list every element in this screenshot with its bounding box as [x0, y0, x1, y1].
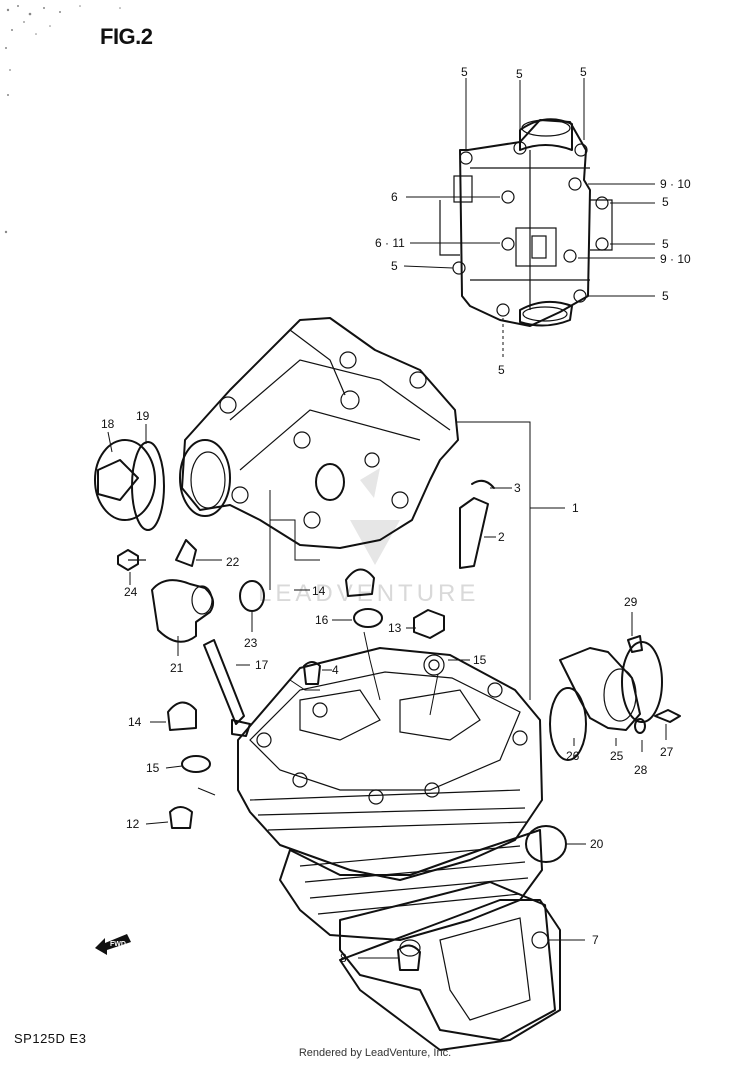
part-20-plug [525, 825, 567, 863]
callout-20: 20 [590, 837, 604, 851]
callout-18: 18 [101, 417, 115, 431]
forward-arrow-icon [95, 934, 131, 955]
part-12-plug [169, 806, 193, 829]
part-19-o-ring [131, 441, 165, 531]
scan-noise [4, 5, 121, 234]
callout-5: 5 [580, 65, 587, 79]
callout-26: 26 [566, 749, 580, 763]
render-credit: Rendered by LeadVenture, Inc. [298, 1047, 452, 1059]
callout-13: 13 [388, 621, 402, 635]
callout-6-11: 6 · 11 [375, 236, 405, 250]
part-22-plate [175, 539, 197, 567]
callout-5: 5 [461, 65, 468, 79]
part-7-gasket [339, 899, 561, 1051]
callout-7: 7 [592, 933, 599, 947]
part-23-seal [239, 580, 265, 612]
part-3-clip [471, 479, 495, 489]
part-28-washer [634, 718, 646, 734]
callout-14: 14 [312, 584, 326, 598]
part-15-washer-lower [181, 755, 211, 773]
callout-19: 19 [136, 409, 150, 423]
leader-lines [107, 78, 667, 959]
callout-5: 5 [516, 67, 523, 81]
callout-5: 5 [391, 259, 398, 273]
callout-labels: 5 5 5 6 6 · 11 5 9 · 10 5 5 9 · 10 5 5 1… [101, 65, 691, 965]
model-code: SP125D E3 [14, 1031, 87, 1046]
part-17-spark-plug [203, 639, 251, 737]
callout-5: 5 [662, 237, 669, 251]
callout-14: 14 [128, 715, 142, 729]
figure-title: FIG.2 [100, 24, 153, 49]
callout-23: 23 [244, 636, 258, 650]
part-13-nut [413, 609, 445, 639]
callout-9-10: 9 · 10 [660, 177, 691, 191]
callout-29: 29 [624, 595, 638, 609]
callout-28: 28 [634, 763, 648, 777]
part-25-intake-pipe [559, 647, 641, 731]
callout-21: 21 [170, 661, 184, 675]
part-29-clamp-screw [627, 635, 643, 653]
callout-8: 8 [340, 951, 347, 965]
part-14-cap-nut-upper [345, 568, 375, 597]
callout-22: 22 [226, 555, 240, 569]
part-24-bolt [117, 549, 146, 571]
part-8-dowel [397, 944, 421, 971]
part-18-cap [94, 439, 156, 521]
forward-label: FWD [110, 941, 126, 948]
callout-1: 1 [572, 501, 579, 515]
part-4-dowel [303, 661, 321, 685]
callout-12: 12 [126, 817, 140, 831]
callout-3: 3 [514, 481, 521, 495]
callout-15: 15 [473, 653, 487, 667]
part-16-washer [353, 608, 383, 628]
callout-16: 16 [315, 613, 329, 627]
watermark-logo [350, 468, 400, 565]
callout-17: 17 [255, 658, 269, 672]
callout-5: 5 [498, 363, 505, 377]
part-14-cap-nut-lower [167, 701, 197, 731]
callout-25: 25 [610, 749, 624, 763]
head-cover-assembly [179, 317, 459, 549]
callout-5: 5 [662, 289, 669, 303]
callout-2: 2 [498, 530, 505, 544]
forward-arrow-badge: FWD [93, 930, 133, 961]
callout-4: 4 [332, 663, 339, 677]
part-26-gasket [549, 687, 587, 761]
callout-6: 6 [391, 190, 398, 204]
callout-24: 24 [124, 585, 138, 599]
callout-15: 15 [146, 761, 160, 775]
part-21-cap [151, 579, 215, 643]
cylinder-block [279, 829, 556, 1041]
callout-5: 5 [662, 195, 669, 209]
callout-9-10: 9 · 10 [660, 252, 691, 266]
callout-27: 27 [660, 745, 674, 759]
head-cover-top-view [439, 118, 613, 327]
cylinder-head [237, 647, 543, 881]
part-29-clamp [621, 641, 663, 723]
part-27-screw [654, 709, 681, 723]
part-2-valve-guide [459, 497, 489, 569]
